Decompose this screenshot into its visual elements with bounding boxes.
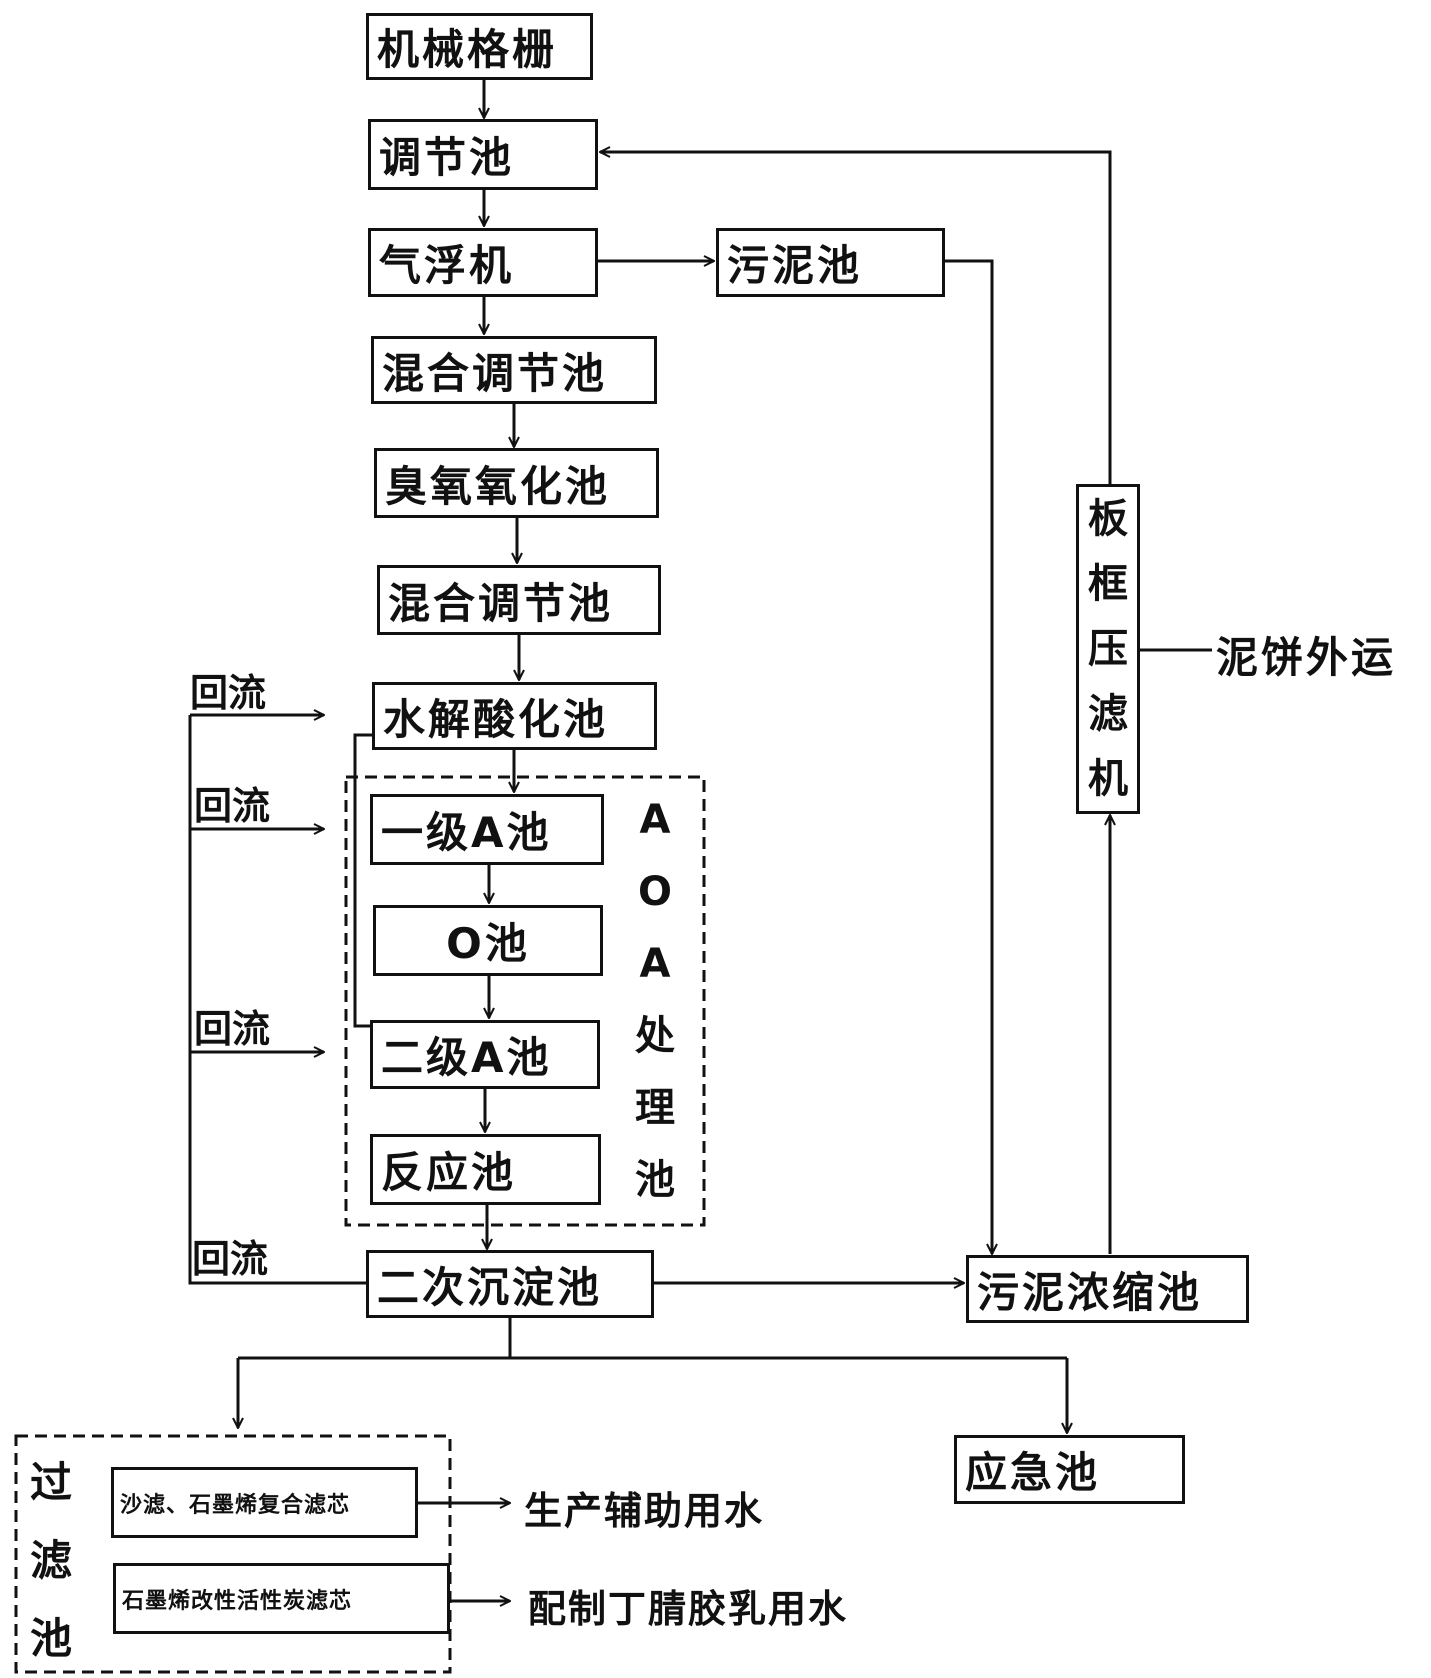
line-hydrolysis-to-a2 bbox=[353, 733, 372, 1028]
reaction-tank-box: 反应池 bbox=[370, 1134, 601, 1205]
carbon-filter-box: 石墨烯改性活性炭滤芯 bbox=[113, 1563, 450, 1634]
mechanical-grille-box: 机械格栅 bbox=[366, 13, 593, 80]
arrow-sludge-to-thickener bbox=[945, 259, 992, 1254]
o-tank-box: O池 bbox=[373, 905, 603, 976]
reflux-label-4: 回流 bbox=[192, 1237, 269, 1281]
a1-tank-box: 一级A池 bbox=[370, 794, 604, 865]
hydrolysis-tank-box: 水解酸化池 bbox=[372, 682, 657, 750]
filter-pool-char-3: 池 bbox=[29, 1614, 72, 1663]
aoa-group-label: A O A 处 理 池 bbox=[618, 800, 692, 1200]
mixing-tank-2-box: 混合调节池 bbox=[377, 565, 661, 635]
latex-water-label: 配制丁腈胶乳用水 bbox=[528, 1587, 849, 1631]
filter-press-box: 板 框 压 滤 机 bbox=[1076, 484, 1140, 814]
secondary-settling-box: 二次沉淀池 bbox=[366, 1250, 654, 1318]
cake-out-label: 泥饼外运 bbox=[1216, 633, 1397, 682]
air-flotation-box: 气浮机 bbox=[368, 228, 598, 297]
mixing-tank-1-box: 混合调节池 bbox=[371, 336, 657, 404]
aoa-group-outline bbox=[344, 775, 706, 1227]
filter-press-char-5: 机 bbox=[1088, 755, 1128, 802]
arrow-press-to-regulating bbox=[600, 152, 1112, 484]
aoa-char-6: 池 bbox=[635, 1157, 675, 1203]
filter-press-char-3: 压 bbox=[1088, 625, 1128, 672]
sludge-tank-box: 污泥池 bbox=[716, 228, 945, 297]
aux-water-label: 生产辅助用水 bbox=[524, 1489, 765, 1533]
aoa-char-5: 理 bbox=[635, 1085, 675, 1131]
filter-pool-char-1: 过 bbox=[29, 1458, 72, 1507]
filter-press-char-4: 滤 bbox=[1088, 690, 1128, 737]
line-reflux-main bbox=[188, 715, 366, 1285]
reflux-label-3: 回流 bbox=[194, 1007, 271, 1051]
filter-pool-label: 过 滤 池 bbox=[22, 1462, 80, 1660]
aoa-char-4: 处 bbox=[635, 1013, 675, 1059]
reflux-label-1: 回流 bbox=[190, 671, 267, 715]
reflux-label-2: 回流 bbox=[194, 784, 271, 828]
regulating-tank-box: 调节池 bbox=[368, 119, 598, 190]
aoa-char-2: O bbox=[637, 869, 672, 915]
filter-pool-char-2: 滤 bbox=[29, 1536, 72, 1585]
filter-pool-outline bbox=[14, 1434, 452, 1674]
filter-press-char-2: 框 bbox=[1088, 561, 1128, 608]
aoa-char-1: A bbox=[639, 797, 671, 843]
sand-filter-box: 沙滤、石墨烯复合滤芯 bbox=[111, 1467, 418, 1538]
ozone-tank-box: 臭氧氧化池 bbox=[374, 448, 659, 518]
sludge-thickener-box: 污泥浓缩池 bbox=[966, 1255, 1249, 1323]
a2-tank-box: 二级A池 bbox=[370, 1020, 600, 1089]
aoa-char-3: A bbox=[639, 941, 671, 987]
filter-press-char-1: 板 bbox=[1088, 496, 1128, 543]
emergency-tank-box: 应急池 bbox=[954, 1435, 1185, 1504]
